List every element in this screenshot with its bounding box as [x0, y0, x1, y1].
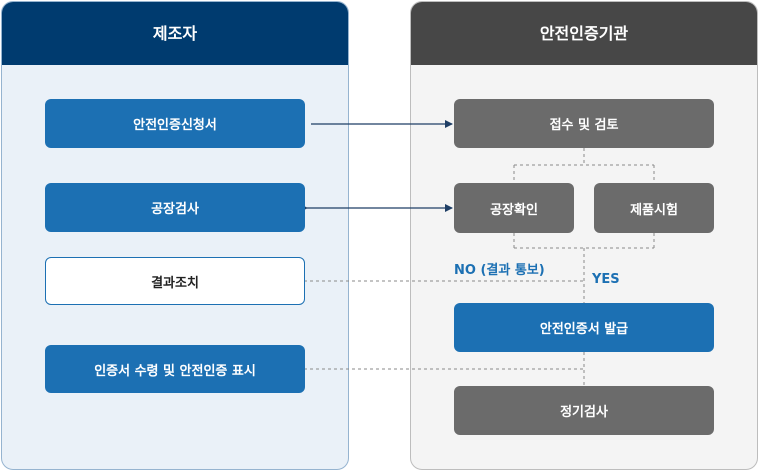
step-factory-check-label: 공장확인 [490, 202, 538, 218]
step-reception: 접수 및 검토 [454, 99, 714, 148]
step-regular-inspection: 정기검사 [454, 386, 714, 435]
step-regular-inspection-label: 정기검사 [560, 405, 608, 420]
step-factory-inspection: 공장검사 [45, 183, 305, 232]
step-factory-inspection-label: 공장검사 [151, 202, 199, 217]
step-product-test: 제품시험 [594, 183, 714, 233]
yes-label: YES [592, 272, 620, 287]
step-factory-check: 공장확인 [454, 183, 574, 233]
step-result-action-label: 결과조치 [151, 275, 199, 291]
step-application: 안전인증신청서 [45, 99, 305, 148]
dashed-branch-connectors [304, 148, 655, 386]
step-issue-certificate-label: 안전인증서 발급 [539, 322, 629, 337]
step-result-action: 결과조치 [45, 257, 305, 305]
no-result-label: NO (결과 통보) [454, 263, 545, 278]
step-reception-label: 접수 및 검토 [549, 118, 619, 133]
step-issue-certificate: 안전인증서 발급 [454, 303, 714, 352]
step-receipt-display: 인증서 수령 및 안전인증 표시 [45, 345, 305, 393]
step-product-test-label: 제품시험 [630, 202, 678, 218]
manufacturer-panel-title: 제조자 [2, 2, 348, 65]
step-receipt-display-label: 인증서 수령 및 안전인증 표시 [94, 363, 256, 379]
agency-panel-title: 안전인증기관 [411, 2, 757, 65]
step-application-label: 안전인증신청서 [133, 118, 217, 133]
